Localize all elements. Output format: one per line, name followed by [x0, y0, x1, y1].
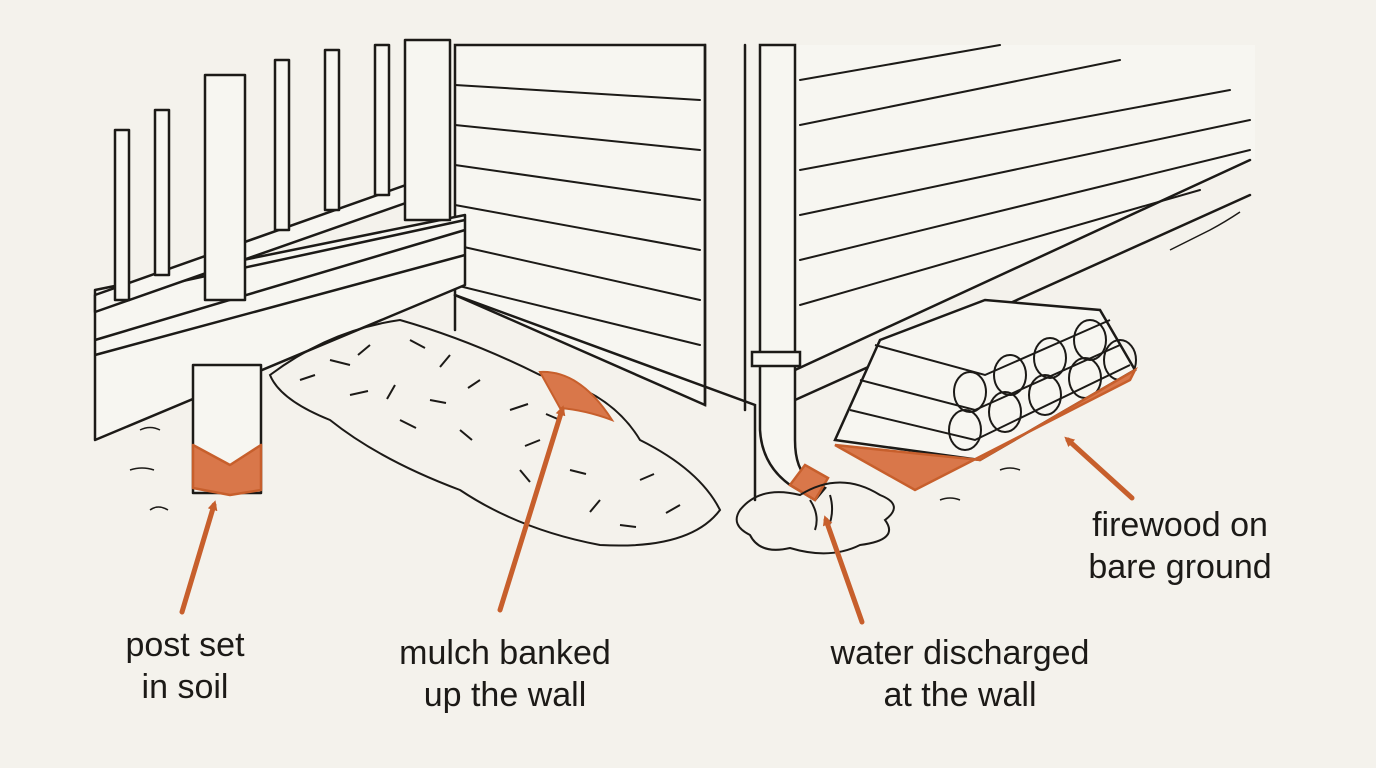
- callout-arrows: [179, 405, 1135, 625]
- label-water-line-2: at the wall: [883, 676, 1037, 714]
- label-post-line-1: post set: [125, 626, 245, 664]
- label-water-line-1: water discharged: [830, 634, 1090, 672]
- house-wall: [453, 43, 1255, 502]
- label-post-line-2: in soil: [141, 668, 229, 706]
- mulch-bed: [268, 318, 722, 547]
- label-firewood-line-1: firewood on: [1092, 506, 1268, 544]
- label-mulch-banked: mulch banked up the wall: [360, 632, 650, 716]
- label-firewood-line-2: bare ground: [1088, 548, 1272, 586]
- label-mulch-line-2: up the wall: [423, 676, 587, 714]
- label-water-discharged: water discharged at the wall: [790, 632, 1130, 716]
- label-firewood-on-ground: firewood on bare ground: [1060, 504, 1300, 588]
- arrow-water: [822, 515, 865, 625]
- arrow-firewood: [1064, 436, 1135, 501]
- downspout: [750, 43, 830, 502]
- label-post-set-in-soil: post set in soil: [100, 624, 270, 708]
- deck: [93, 38, 467, 497]
- label-mulch-line-1: mulch banked: [399, 634, 611, 672]
- arrow-mulch: [497, 405, 566, 613]
- ground: [129, 211, 1241, 511]
- arrow-post: [179, 500, 218, 615]
- firewood-stack: [833, 298, 1138, 492]
